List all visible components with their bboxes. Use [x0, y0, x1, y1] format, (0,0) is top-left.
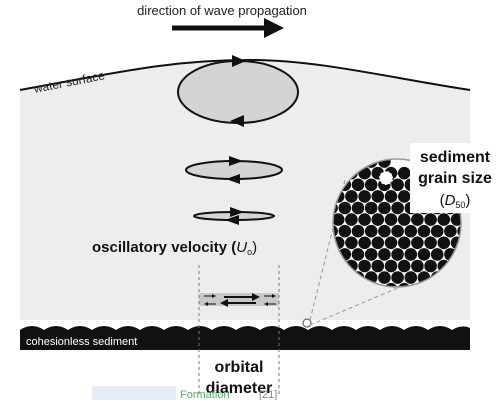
sediment-grain: [430, 248, 444, 261]
sediment-grain: [417, 224, 431, 238]
caption-fragment[interactable]: Formation: [180, 389, 230, 400]
sediment-grain: [351, 178, 365, 192]
sediment-grain: [411, 213, 424, 226]
sediment-label-line2: grain size: [418, 170, 492, 187]
sediment-grain: [378, 159, 391, 168]
sediment-grain: [333, 213, 345, 226]
grain-size-symbol: (D50): [440, 192, 471, 210]
sediment-grain: [384, 236, 398, 250]
zoom-connector-lower: [309, 286, 401, 326]
sediment-grain: [404, 271, 418, 284]
sediment-grain: [345, 236, 358, 250]
sediment-label-line1: sediment: [420, 149, 491, 166]
sediment-grain: [371, 236, 385, 250]
orbital-diameter-guides: [198, 265, 280, 395]
sediment-grain: [378, 201, 391, 215]
sediment-grain: [424, 236, 437, 250]
sediment-grain: [358, 236, 371, 250]
sediment-grain: [384, 259, 398, 273]
propagation-arrow: [172, 18, 284, 38]
sediment-bed-label: cohesionless sediment: [26, 336, 137, 348]
sediment-bed: [20, 326, 470, 350]
sediment-grain: [378, 224, 391, 238]
sediment-grain: [364, 178, 378, 192]
sediment-grain: [424, 213, 437, 226]
orbital-label-line2: diameter: [206, 380, 273, 397]
sediment-grain: [364, 224, 378, 238]
sediment-grain: [404, 248, 418, 261]
sediment-grain: [371, 259, 385, 273]
sediment-grain: [358, 213, 371, 226]
sediment-grain: [391, 271, 404, 284]
sediment-grain: [358, 190, 371, 203]
orbit-flat: [193, 207, 275, 225]
sediment-grain: [345, 190, 358, 203]
sediment-grain: [397, 213, 411, 226]
sediment-grain: [444, 224, 457, 238]
sediment-grain: [351, 248, 365, 261]
orbit-medium: [185, 156, 283, 184]
sediment-grain: [391, 178, 404, 192]
sediment-grain: [411, 236, 424, 250]
sediment-grain: [351, 224, 365, 238]
orbital-label-line1: orbital: [215, 359, 264, 376]
sediment-grain: [338, 201, 352, 215]
sediment-grain: [397, 190, 411, 203]
sediment-grain: [384, 213, 398, 226]
sediment-grain: [384, 190, 398, 203]
near-bed-oscillation: [199, 293, 279, 307]
caption-ref[interactable]: [21]: [259, 389, 277, 400]
water-surface-line: [19, 58, 471, 91]
propagation-label: direction of wave propagation: [137, 3, 307, 18]
sediment-grain: [378, 248, 391, 261]
sediment-magnified-circle: [332, 143, 498, 288]
sediment-grain: [391, 224, 404, 238]
sediment-grain: [417, 248, 431, 261]
highlighted-grain: [378, 170, 394, 186]
zoom-marker: [302, 318, 312, 328]
sediment-grain: [371, 190, 385, 203]
sediment-grain: [378, 271, 391, 284]
sediment-grain: [430, 224, 444, 238]
sediment-grain: [424, 259, 437, 273]
sediment-grain: [391, 248, 404, 261]
orbit-large: [177, 55, 299, 127]
sediment-grain: [404, 224, 418, 238]
oscillatory-velocity-label: oscillatory velocity (Uo): [92, 239, 257, 257]
sediment-grain: [371, 213, 385, 226]
sediment-grain: [358, 259, 371, 273]
grain-label-backdrop: [410, 143, 498, 213]
sediment-grain: [391, 201, 404, 215]
sediment-grain: [397, 166, 411, 180]
sediment-grain: [397, 236, 411, 250]
sediment-grain: [364, 201, 378, 215]
sediment-grain: [411, 259, 424, 273]
sediment-grain: [351, 201, 365, 215]
sediment-grain: [397, 259, 411, 273]
sediment-grain: [338, 224, 352, 238]
sediment-grain: [437, 213, 451, 226]
caption-highlight: [92, 386, 176, 400]
sediment-grain: [437, 236, 451, 250]
sediment-grain: [345, 213, 358, 226]
sediment-grain: [333, 224, 338, 238]
sediment-grain: [364, 248, 378, 261]
